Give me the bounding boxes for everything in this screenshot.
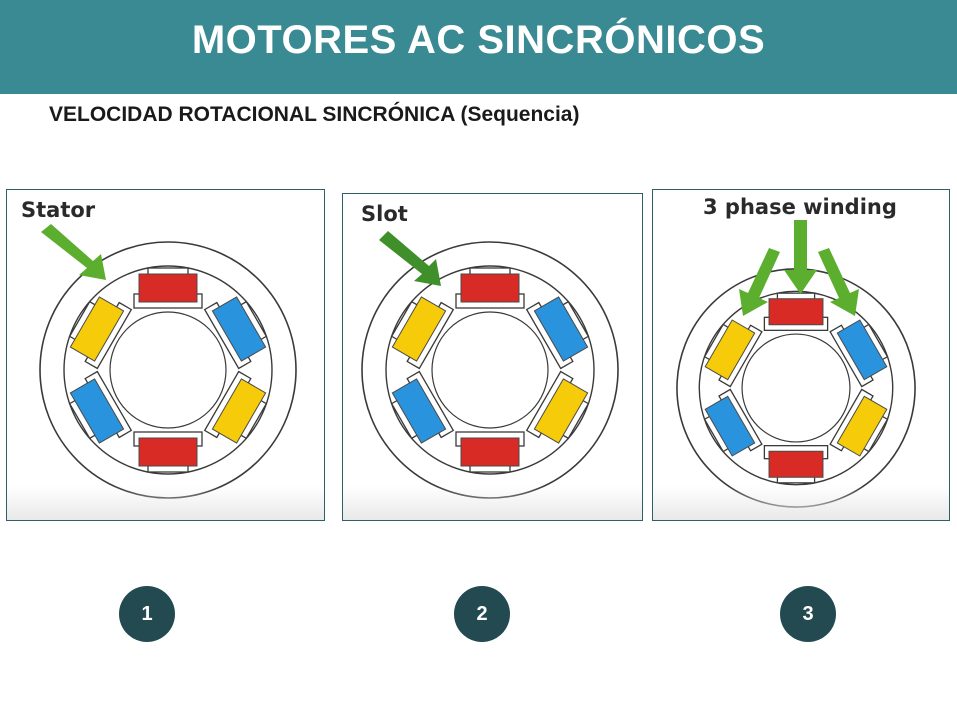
stator-yoke-ring — [385, 265, 595, 475]
stator-pole — [133, 431, 203, 473]
coil-yellow-lower-right — [533, 378, 589, 444]
stator-pole — [763, 292, 829, 331]
stator-pole — [829, 319, 889, 388]
step-number-3: 3 — [780, 586, 836, 642]
coil-yellow-lower-right — [836, 395, 888, 457]
diagram-panel-winding: 3 phase winding — [652, 189, 950, 521]
rotor-bore — [431, 311, 549, 429]
slide-subtitle: VELOCIDAD ROTACIONAL SINCRÓNICA (Sequenc… — [49, 103, 580, 126]
winding-motor — [676, 268, 916, 508]
slot-motor — [361, 241, 619, 499]
header-bar — [0, 0, 957, 94]
diagram-panel-stator: Stator — [6, 189, 325, 521]
green-arrow-slot — [379, 231, 441, 286]
coil-blue-upper-right — [211, 296, 267, 362]
stator-pole — [390, 296, 455, 370]
stator-pole — [390, 370, 455, 444]
green-arrow-stator — [41, 224, 106, 280]
stator-pole — [525, 370, 590, 444]
diagram-panel-slot: Slot — [342, 193, 643, 521]
panel-label-slot: Slot — [361, 202, 408, 226]
coil-blue-lower-left — [704, 395, 756, 457]
stator-pole — [203, 370, 268, 444]
panel-label-winding: 3 phase winding — [703, 195, 897, 219]
stator-pole — [703, 319, 763, 388]
stator-diagram — [39, 224, 297, 499]
coil-yellow-upper-left — [704, 319, 756, 381]
stator-pole — [763, 445, 829, 484]
coil-yellow-lower-right — [211, 378, 267, 444]
coil-red-top — [768, 298, 824, 326]
panel-label-stator: Stator — [21, 198, 96, 222]
stator-pole — [829, 388, 889, 457]
coil-red-top — [138, 273, 198, 303]
green-arrow-winding-center — [784, 220, 817, 294]
coil-blue-lower-left — [69, 378, 125, 444]
green-arrow-winding-right — [818, 248, 859, 316]
coil-blue-upper-right — [533, 296, 589, 362]
coil-red-bottom — [138, 437, 198, 467]
winding-diagram — [676, 220, 916, 508]
stator-pole — [703, 388, 763, 457]
stator-motor — [39, 241, 297, 499]
stator-pole — [203, 296, 268, 370]
stator-pole — [68, 296, 133, 370]
stator-yoke-ring — [698, 290, 894, 486]
stator-pole — [68, 370, 133, 444]
stator-pole — [133, 267, 203, 309]
coil-yellow-upper-left — [69, 296, 125, 362]
coil-red-top — [460, 273, 520, 303]
step-number-1: 1 — [119, 586, 175, 642]
coil-red-bottom — [768, 450, 824, 478]
rotor-bore — [741, 333, 851, 443]
stator-pole — [455, 267, 525, 309]
slot-diagram — [361, 231, 619, 499]
step-number-2: 2 — [454, 586, 510, 642]
coil-blue-lower-left — [391, 378, 447, 444]
page-title: MOTORES AC SINCRÓNICOS — [191, 18, 766, 62]
rotor-bore — [109, 311, 227, 429]
stator-yoke-ring — [63, 265, 273, 475]
stator-pole — [455, 431, 525, 473]
green-arrow-winding-left — [739, 248, 780, 316]
stator-pole — [525, 296, 590, 370]
coil-red-bottom — [460, 437, 520, 467]
coil-yellow-upper-left — [391, 296, 447, 362]
coil-blue-upper-right — [836, 319, 888, 381]
